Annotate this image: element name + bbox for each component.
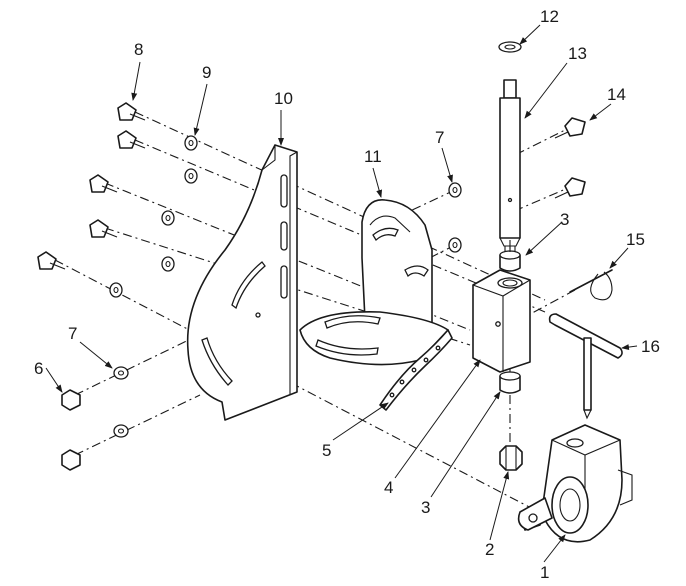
callout-15: 15: [626, 230, 645, 249]
callout-leaders: [45, 24, 638, 563]
callout-12: 12: [540, 7, 559, 26]
callout-1: 1: [540, 563, 549, 582]
nuts-left: [61, 389, 81, 471]
screw-part-14-b: [554, 177, 586, 199]
callout-6: 6: [34, 359, 43, 378]
screw-part-14-a: [554, 117, 586, 139]
pin-part-15: [569, 269, 613, 301]
shaft-part-13: [499, 79, 521, 252]
arc-part-5: [379, 329, 453, 411]
callout-labels: 1 2 3 3 4 5 6 7 7 8 9 10 11 12 13 14 15 …: [34, 7, 660, 582]
callout-5: 5: [322, 441, 331, 460]
bushing-top-part-3: [499, 250, 521, 272]
callout-16: 16: [641, 337, 660, 356]
bolt-left-5: [37, 251, 66, 270]
callout-10: 10: [274, 89, 293, 108]
callout-7-right: 7: [435, 128, 444, 147]
callout-7-left: 7: [68, 324, 77, 343]
callout-11: 11: [364, 147, 382, 166]
bushing-bottom-part-3: [499, 371, 521, 394]
handle-part-16: [548, 313, 623, 420]
callout-14: 14: [607, 85, 626, 104]
caster-part-1: [517, 424, 633, 543]
callout-13: 13: [568, 44, 587, 63]
callout-9: 9: [202, 63, 211, 82]
plate-part-10: [186, 144, 298, 421]
block-part-4: [472, 269, 531, 373]
bolt-left-2: [117, 130, 146, 149]
callout-4: 4: [384, 478, 393, 497]
bolt-left-4: [89, 219, 118, 238]
bolt-left-1: [117, 102, 146, 121]
nut-part-2: [499, 445, 523, 471]
clip-part-12: [498, 41, 522, 53]
callout-3-bottom: 3: [421, 498, 430, 517]
callout-8: 8: [134, 40, 143, 59]
base-shelf: [299, 311, 449, 366]
washers: [109, 135, 462, 438]
callout-2: 2: [485, 540, 494, 559]
bracket-part-11: [361, 199, 433, 349]
bolt-left-3: [89, 174, 118, 193]
callout-3-top: 3: [560, 210, 569, 229]
